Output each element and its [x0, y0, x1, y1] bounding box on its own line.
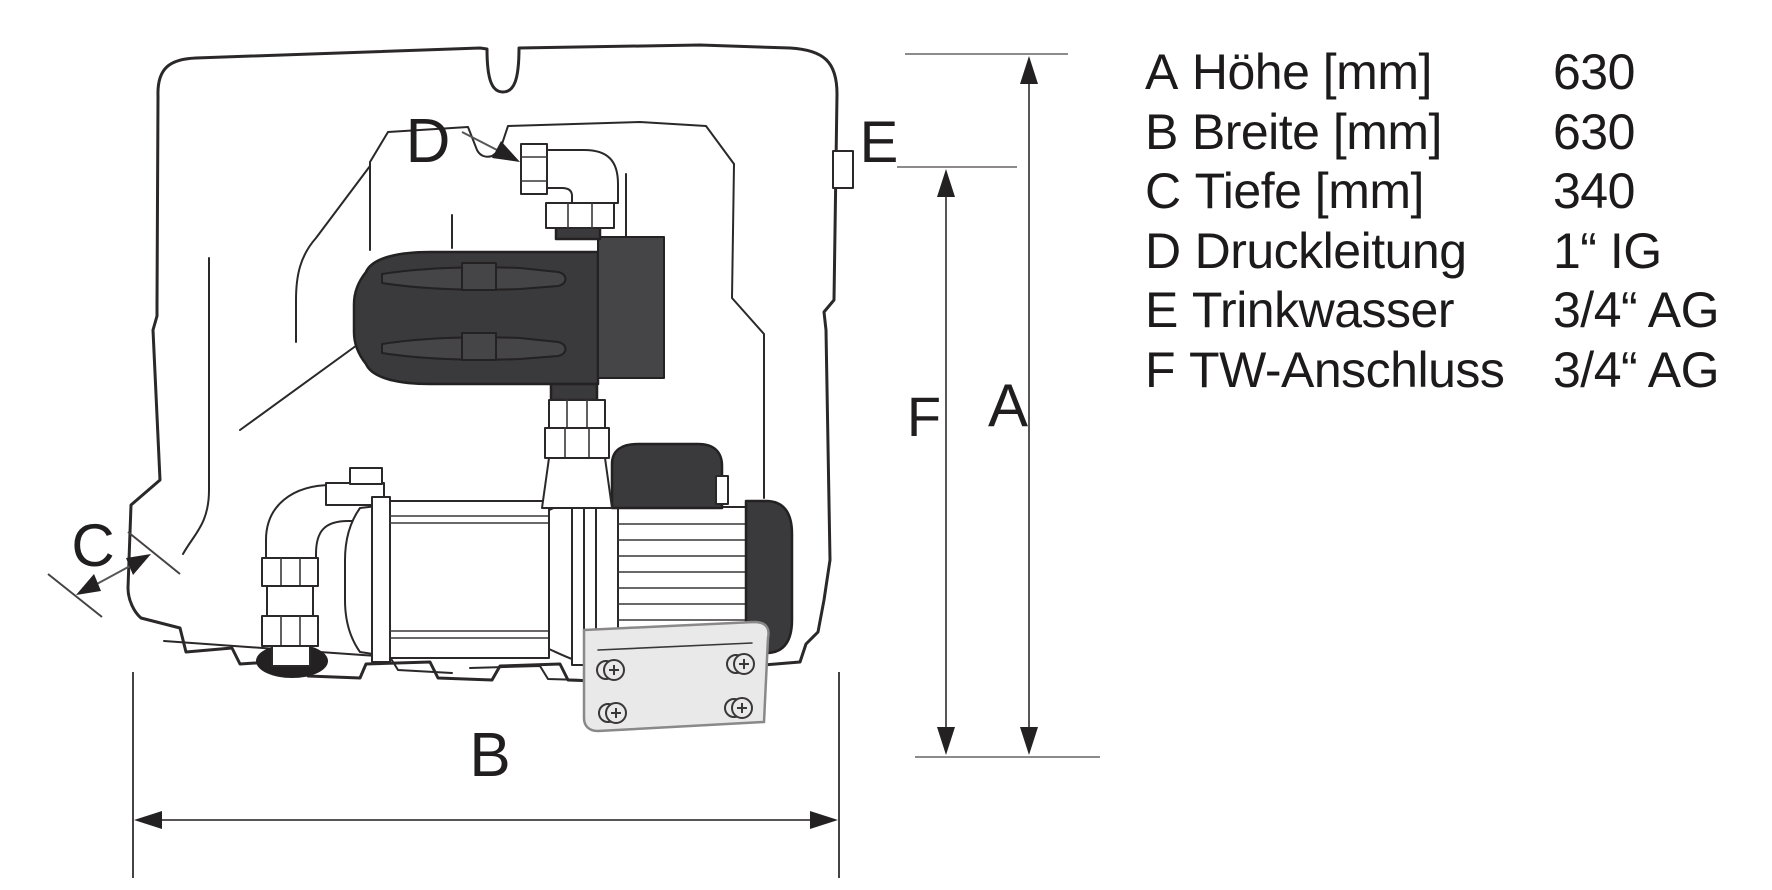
legend-name: Trinkwasser: [1191, 282, 1455, 338]
motor-terminal-box: [610, 442, 724, 510]
legend-name: Druckleitung: [1194, 222, 1467, 279]
pump-left-flange: [371, 496, 391, 663]
floor-line-mid: [469, 665, 583, 681]
arrowhead-b-left: [134, 811, 162, 829]
legend-letter: F: [1145, 341, 1176, 398]
legend-value: 3/4“ AG: [1553, 282, 1720, 338]
suction-pipe-section: [266, 585, 314, 617]
suction-union-nut-lower: [261, 615, 319, 647]
arrowhead-f-down: [937, 727, 955, 755]
extension-tick-c-upper: [127, 531, 181, 575]
arrowhead-a-down: [1020, 727, 1038, 755]
inner-lid-outline: [369, 121, 765, 499]
union-nut-upper: [548, 399, 606, 429]
plate-screw: [598, 702, 627, 724]
arrowhead-b-right: [810, 811, 838, 829]
arrowhead-c-upper: [126, 554, 151, 575]
dimension-line-c: [94, 564, 133, 586]
inner-diagonal-line: [239, 339, 365, 431]
controller-bottom-stub: [549, 382, 599, 402]
union-neck: [541, 457, 613, 509]
legend-letter: A: [1145, 44, 1178, 100]
legend-value: 630: [1553, 44, 1635, 100]
controller-clip-lower: [461, 332, 497, 361]
pump-tie-rod-plate: [571, 492, 585, 666]
motor-end-cap: [744, 499, 794, 655]
legend-name: Höhe [mm]: [1191, 44, 1433, 100]
controller-clip-upper: [461, 262, 497, 291]
dim-label-a: A: [988, 372, 1028, 439]
dim-label-b: B: [469, 721, 510, 790]
legend-letter: D: [1145, 222, 1181, 279]
legend-name: Tiefe [mm]: [1194, 163, 1425, 219]
arrowhead-a-up: [1020, 56, 1038, 84]
legend-value: 340: [1553, 163, 1635, 219]
legend-letter: C: [1145, 163, 1181, 219]
outlet-elbow-flange: [520, 143, 548, 195]
dim-label-d: D: [406, 107, 451, 176]
e-port-trinkwasser: [832, 150, 854, 189]
pump-sleeve: [389, 500, 550, 659]
arrowhead-d: [492, 141, 520, 162]
inner-wall-line: [182, 257, 210, 555]
legend-name: TW-Anschluss: [1189, 341, 1505, 398]
union-nut-lower: [544, 427, 610, 459]
outlet-union-nut: [545, 202, 615, 229]
legend-name: Breite [mm]: [1191, 103, 1443, 160]
plate-fold-line: [597, 642, 753, 651]
pump-inlet-stub: [349, 467, 383, 485]
plate-screw: [596, 659, 625, 681]
dim-label-e: E: [860, 110, 899, 175]
legend-value: 630: [1553, 103, 1635, 160]
legend-letter: B: [1145, 103, 1178, 160]
extension-tick-c-lower: [47, 573, 103, 618]
suction-union-nut-upper: [261, 557, 319, 587]
plate-screws: [596, 653, 755, 724]
arrowhead-f-up: [937, 169, 955, 197]
suction-pipe-stub: [271, 645, 311, 667]
dim-label-c: C: [71, 512, 114, 579]
legend-value: 1“ IG: [1553, 222, 1662, 279]
pressure-controller-block: [597, 236, 665, 379]
terminal-box-tab: [715, 475, 729, 505]
dim-label-f: F: [907, 385, 941, 448]
leader-line-d: [461, 131, 500, 152]
plate-screw: [726, 653, 755, 675]
legend-value: 3/4“ AG: [1553, 341, 1720, 398]
plate-screw: [724, 697, 753, 719]
legend-letter: E: [1145, 282, 1178, 338]
inner-shoulder-line: [295, 165, 371, 343]
arrowhead-c-lower: [76, 574, 101, 595]
